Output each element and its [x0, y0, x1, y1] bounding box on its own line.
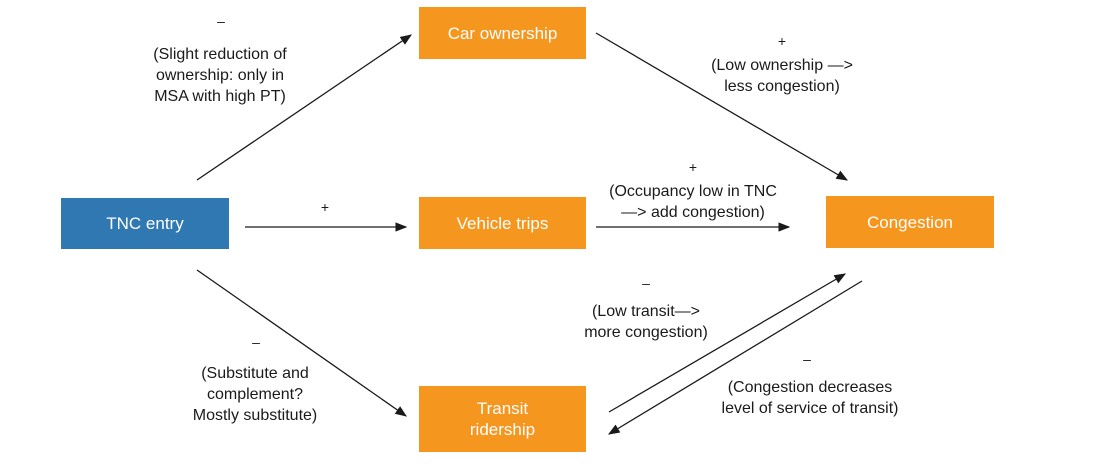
node-congestion: Congestion [826, 196, 994, 248]
node-vehicle-trips: Vehicle trips [419, 197, 586, 249]
sign-congestion-to-transit-ridership: – [803, 351, 811, 367]
arrow-car-ownership-to-congestion [595, 32, 849, 181]
node-vehicle-trips-label: Vehicle trips [456, 213, 549, 233]
note-car-ownership-to-congestion: (Low ownership —> less congestion) [711, 57, 853, 95]
arrow-transit-ridership-to-congestion [608, 273, 847, 413]
sign-car-ownership-to-congestion: + [777, 33, 787, 49]
node-car-ownership-label: Car ownership [447, 23, 558, 43]
node-congestion-label: Congestion [866, 212, 953, 232]
node-tnc-entry-label: TNC entry [106, 214, 184, 233]
note-tnc-to-transit-ridership: (Substitute and complement? Mostly subst… [192, 365, 318, 424]
node-car-ownership: Car ownership [419, 7, 586, 59]
node-transit-ridership: Transit ridership [419, 386, 586, 452]
sign-transit-ridership-to-congestion: – [642, 275, 650, 291]
sign-tnc-to-vehicle-trips: + [320, 199, 330, 215]
note-transit-ridership-to-congestion: (Low transit—> more congestion) [584, 303, 708, 341]
note-vehicle-trips-to-congestion: (Occupancy low in TNC —> add congestion) [609, 183, 777, 221]
arrow-congestion-to-transit-ridership [607, 280, 863, 435]
arrow-tnc-to-transit-ridership [196, 269, 407, 417]
sign-tnc-to-transit-ridership: – [252, 334, 260, 350]
sign-tnc-to-car-ownership: – [217, 13, 225, 29]
arrow-tnc-to-car-ownership [196, 34, 412, 181]
sign-vehicle-trips-to-congestion: + [688, 159, 698, 175]
node-transit-ridership-label: Transit ridership [469, 399, 536, 439]
note-congestion-to-transit-ridership: (Congestion decreases level of service o… [721, 379, 899, 417]
node-tnc-entry: TNC entry [61, 198, 229, 249]
note-tnc-to-car-ownership: (Slight reduction of ownership: only in … [153, 46, 287, 105]
